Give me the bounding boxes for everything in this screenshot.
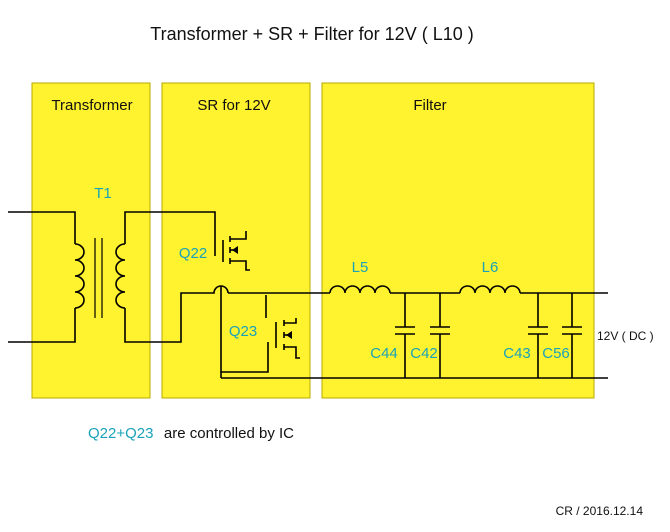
q23-label: Q23	[229, 323, 257, 340]
transformer-block-label: Transformer	[51, 97, 132, 114]
q22-arrow	[232, 246, 238, 254]
c42-label: C42	[410, 345, 438, 362]
inductor-l5	[329, 285, 391, 294]
q23-source	[284, 346, 300, 359]
diagram-title: Transformer + SR + Filter for 12V ( L10 …	[150, 24, 473, 44]
q23-drain-path	[220, 286, 269, 373]
primary-bottom-wire	[8, 308, 76, 343]
crossover-hump	[213, 285, 229, 294]
c43-label: C43	[503, 345, 531, 362]
control-note: Q22+Q23 are controlled by IC	[88, 425, 294, 442]
capacitor-c42: C42	[410, 293, 450, 378]
l6-label: L6	[482, 259, 499, 276]
capacitor-c43: C43	[503, 293, 548, 378]
mosfet-q23: Q23	[229, 295, 300, 359]
note-highlight: Q22+Q23	[88, 425, 153, 442]
q22-drain	[230, 231, 247, 240]
filter-block	[321, 82, 595, 399]
inductor-l6	[459, 285, 521, 294]
note-text: are controlled by IC	[164, 425, 294, 442]
q22-label: Q22	[179, 245, 207, 262]
primary-winding	[74, 243, 85, 309]
secondary-winding	[115, 243, 126, 309]
sr-block	[161, 82, 311, 399]
q23-arrow	[286, 331, 292, 339]
l5-label: L5	[352, 259, 369, 276]
primary-top-wire	[8, 211, 76, 244]
footer-credit: CR / 2016.12.14	[556, 504, 644, 518]
secondary-bottom-wire	[124, 292, 213, 343]
secondary-top-wire	[124, 211, 216, 244]
mosfet-q22: Q22	[179, 231, 250, 271]
c56-label: C56	[542, 345, 570, 362]
transformer-block	[31, 82, 151, 399]
filter-block-label: Filter	[413, 97, 446, 114]
t1-label: T1	[94, 185, 112, 202]
transformer-t1: T1	[8, 185, 216, 343]
q23-drain	[284, 318, 297, 324]
capacitor-c56: C56	[542, 293, 582, 378]
c44-label: C44	[370, 345, 398, 362]
sr-block-label: SR for 12V	[197, 97, 270, 114]
capacitor-c44: C44	[370, 293, 415, 378]
q22-source	[230, 260, 250, 271]
output-voltage-label: 12V ( DC )	[597, 329, 654, 343]
